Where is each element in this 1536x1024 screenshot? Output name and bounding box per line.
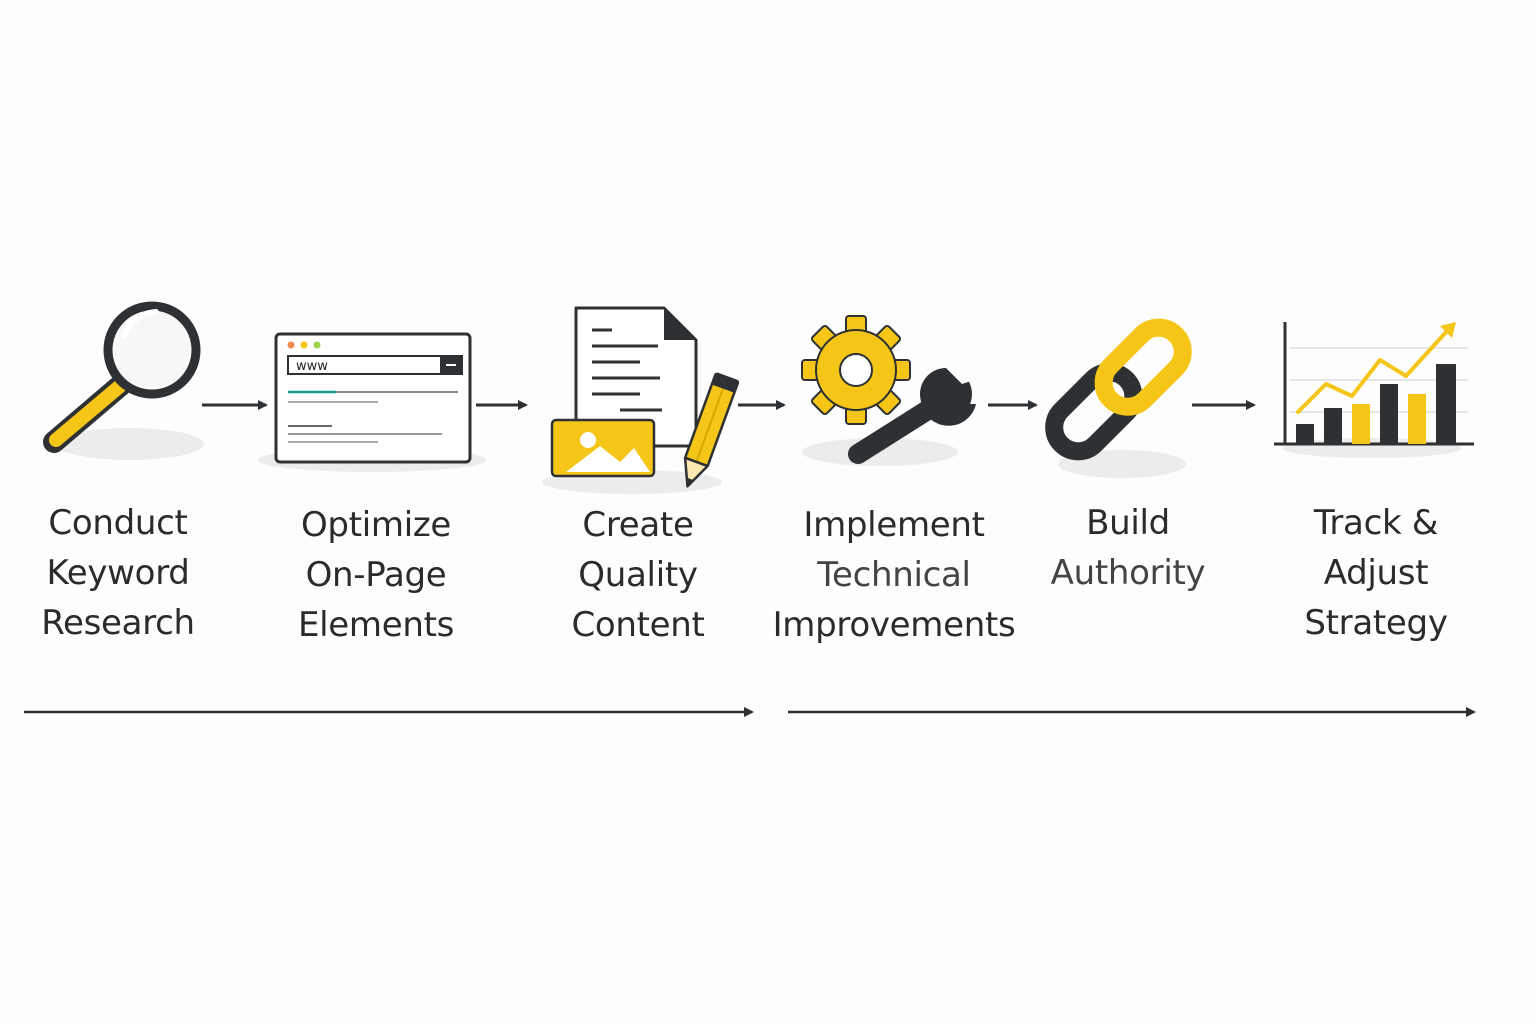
window-dot-icon bbox=[287, 341, 295, 349]
magnifying-glass-icon bbox=[43, 301, 204, 460]
step-label-keyword-research: Conduct Keyword Research bbox=[8, 498, 228, 648]
document-pencil-icon bbox=[542, 306, 740, 494]
gear-icon bbox=[801, 315, 911, 425]
step-label-line: Authority bbox=[1050, 553, 1206, 593]
step-label-line: Elements bbox=[297, 605, 455, 645]
step-label-quality-content: Create Quality Content bbox=[528, 500, 748, 650]
pencil-icon bbox=[683, 372, 740, 488]
step-label-technical: Implement Technical Improvements bbox=[764, 500, 1024, 650]
window-dot-icon bbox=[300, 341, 308, 349]
step-label-line: Quality bbox=[578, 555, 698, 595]
step-label-line: Strategy bbox=[1304, 603, 1448, 643]
step-label-line: Implement bbox=[803, 505, 985, 545]
step-label-line: Research bbox=[41, 603, 195, 643]
chain-link-icon bbox=[1045, 318, 1192, 478]
growth-chart-icon bbox=[1274, 322, 1474, 458]
webpage-icon: www bbox=[258, 332, 486, 472]
gear-wrench-icon bbox=[801, 315, 984, 466]
step-label-line: Keyword bbox=[46, 553, 190, 593]
step-label-line: Content bbox=[571, 605, 705, 645]
step-label-on-page: Optimize On-Page Elements bbox=[266, 500, 486, 650]
step-label-line: On-Page bbox=[305, 555, 447, 595]
wrench-icon bbox=[848, 356, 984, 464]
step-label-line: Conduct bbox=[48, 503, 188, 543]
step-label-line: Technical bbox=[817, 555, 971, 595]
address-text: www bbox=[296, 359, 328, 374]
step-label-line: Build bbox=[1086, 503, 1170, 543]
step-label-authority: Build Authority bbox=[1030, 498, 1226, 598]
step-label-line: Track & bbox=[1313, 503, 1439, 543]
step-label-line: Optimize bbox=[300, 505, 452, 545]
window-dot-icon bbox=[313, 341, 321, 349]
step-label-line: Create bbox=[582, 505, 694, 545]
step-label-line: Adjust bbox=[1323, 553, 1429, 593]
step-label-track-adjust: Track & Adjust Strategy bbox=[1266, 498, 1486, 648]
step-label-line: Improvements bbox=[772, 605, 1016, 645]
